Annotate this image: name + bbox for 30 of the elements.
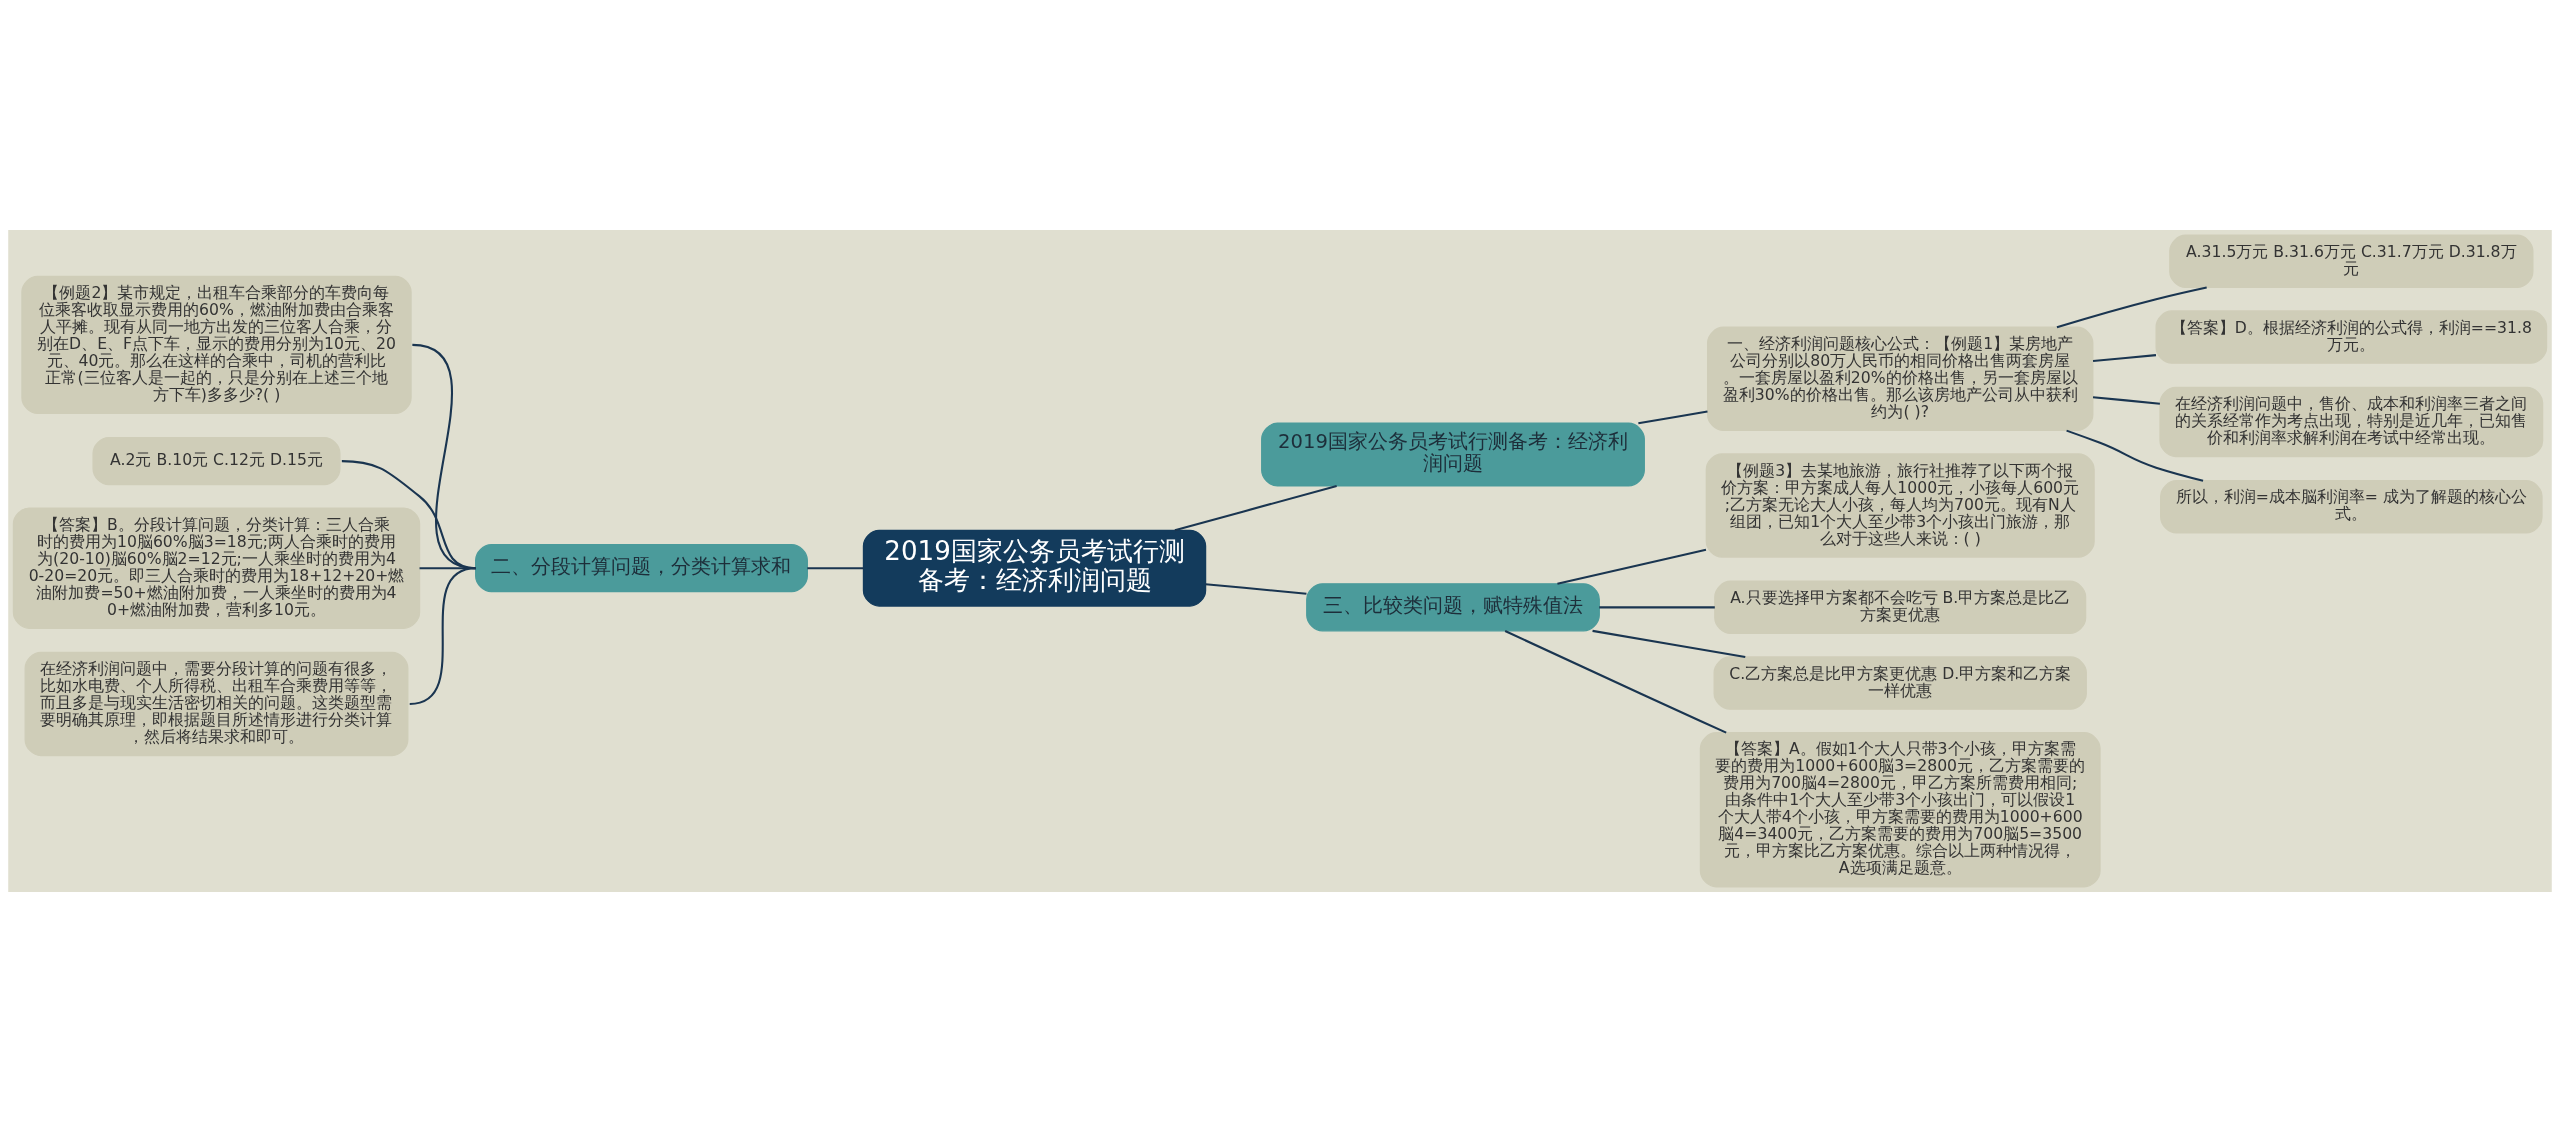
connector bbox=[1599, 606, 1715, 609]
connector bbox=[1174, 485, 1337, 532]
node-box: 二、分段计算问题，分类计算求和 bbox=[475, 544, 808, 593]
node-box: 在经济利润问题中，需要分段计算的问题有很多，比如水电费、个人所得税、出租车合乘费用等等，而且多是与现实生活密切相关的问题。这类题型需要明确其原理，即根据题目所述情形进行分类计算，然后将结果求和即可。 bbox=[24, 651, 409, 757]
connector bbox=[2092, 396, 2160, 405]
node-box: 一、经济利润问题核心公式：【例题1】某房地产公司分别以80万人民币的相同价格出售两套房屋。一套房屋以盈利20%的价格出售，另一套房屋以盈利30%的价格出售。那么该房地产公司从中获利约为( )? bbox=[1706, 326, 2094, 432]
connector bbox=[1638, 410, 1708, 425]
connector bbox=[1557, 548, 1707, 585]
connector bbox=[1592, 629, 1746, 658]
node-box: 所以，利润=成本脳利润率= 成为了解题的核心公式。 bbox=[2160, 480, 2543, 534]
connector bbox=[2092, 354, 2157, 363]
node-box: C.乙方案总是比甲方案更优惠 D.甲方案和乙方案一样优惠 bbox=[1713, 656, 2087, 710]
node-box: 【答案】B。分段计算问题，分类计算：三人合乘时的费用为10脳60%脳3=18元;两人合乘时的费用为(20-10)脳60%脳2=12元;一人乘坐时的费用为40-20=20元。即三人合乘时的费用为18+12+20+燃油附加费=50+燃油附加费，一人乘坐时的费用为40+燃油附加费，营利多10元。 bbox=[12, 507, 421, 629]
connector bbox=[1205, 583, 1307, 595]
node-box: 【答案】D。根据经济利润的公式得，利润==31.8万元。 bbox=[2155, 310, 2548, 364]
node-box: A.2元 B.10元 C.12元 D.15元 bbox=[92, 436, 341, 486]
connector bbox=[409, 567, 476, 705]
node-box: 【答案】A。假如1个大人只带3个小孩，甲方案需要的费用为1000+600脳3=2800元，乙方案需要的费用为700脳4=2800元，甲乙方案所需费用相同;由条件中1个大人至少带3个小孩出门，可以假设1个大人带4个小孩，甲方案需要的费用为1000+600脳4=3400元，乙方案需要的费用为700脳5=3500元，甲方案比乙方案优惠。综合以上两种情况得，A选项满足题意。 bbox=[1699, 732, 2101, 888]
connector bbox=[807, 567, 864, 570]
node-box: 【例题3】去某地旅游，旅行社推荐了以下两个报价方案：甲方案成人每人1000元，小孩每人600元;乙方案无论大人小孩，每人均为700元。现有N人组团，已知1个大人至少带3个小孩出门旅游，那么对于这些人来说：( ) bbox=[1705, 453, 2095, 558]
node-box: 在经济利润问题中，售价、成本和利润率三者之间的关系经常作为考点出现，特别是近几年，已知售价和利润率求解利润在考试中经常出现。 bbox=[2159, 386, 2544, 458]
node-box: A.只要选择甲方案都不会吃亏 B.甲方案总是比乙方案更优惠 bbox=[1714, 580, 2087, 635]
connector bbox=[1504, 630, 1727, 734]
node-box: 【例题2】某市规定，出租车合乘部分的车费向每位乘客收取显示费用的60%，燃油附加费由合乘客人平摊。现有从同一地方出发的三位客人合乘，分别在D、E、F点下车，显示的费用分别为10元、20元、40元。那么在这样的合乘中，司机的营利比正常(三位客人是一起的，只是分别在上述三个地方下车)多多少?( ) bbox=[21, 275, 412, 415]
connector bbox=[2066, 429, 2204, 482]
connector bbox=[2056, 286, 2207, 329]
node-box: 2019国家公务员考试行测备考：经济利润问题 bbox=[862, 529, 1207, 607]
node-box: 三、比较类问题，赋特殊值法 bbox=[1306, 583, 1600, 632]
node-box: A.31.5万元 B.31.6万元 C.31.7万元 D.31.8万元 bbox=[2169, 234, 2534, 289]
node-box: 2019国家公务员考试行测备考：经济利润问题 bbox=[1261, 422, 1645, 487]
